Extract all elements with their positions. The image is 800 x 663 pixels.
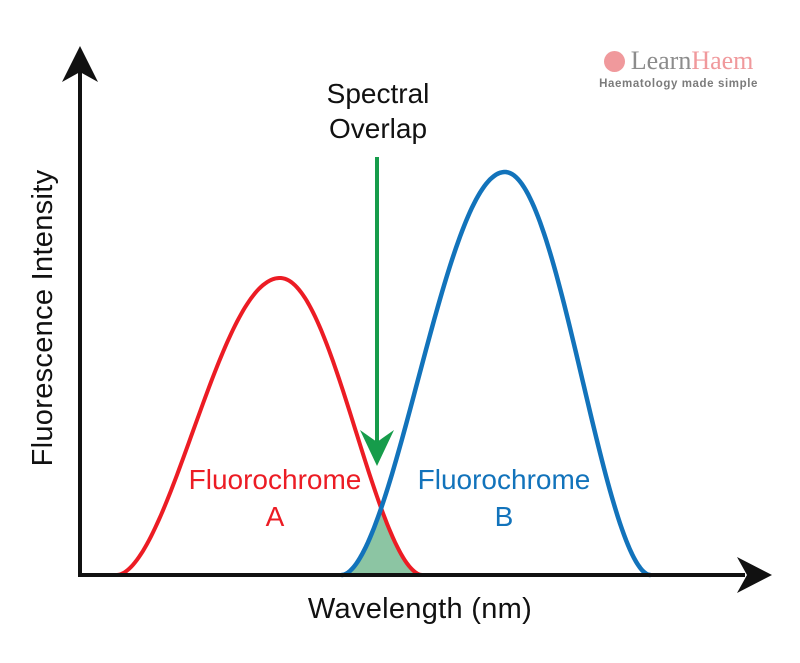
fluorochrome-a-curve <box>115 276 424 577</box>
spectral-overlap-label-line1: Spectral <box>327 78 430 109</box>
spectral-overlap-label-line2: Overlap <box>329 113 427 144</box>
y-axis-label: Fluorescence Intensity <box>27 169 59 466</box>
fluorochrome-a-label-line1: Fluorochrome <box>189 464 362 495</box>
logo-dot-icon <box>603 50 625 72</box>
y-axis-arrowhead-icon <box>62 46 98 82</box>
logo-brand-first: LearnHaem <box>630 46 754 75</box>
learnhaem-logo: LearnHaem Haematology made simple <box>599 46 758 90</box>
fluorochrome-b-curve <box>339 169 653 578</box>
logo-tagline: Haematology made simple <box>599 78 758 90</box>
overlap-arrow-head-icon <box>360 430 394 466</box>
fluorochrome-a-label-line2: A <box>266 501 285 532</box>
fluorochrome-b-label-line1: Fluorochrome <box>418 464 591 495</box>
logo-brand-row: LearnHaem <box>599 46 758 76</box>
x-axis-arrowhead-icon <box>737 557 772 593</box>
fluorochrome-b-label-line2: B <box>495 501 514 532</box>
x-axis-label: Wavelength (nm) <box>308 593 532 625</box>
